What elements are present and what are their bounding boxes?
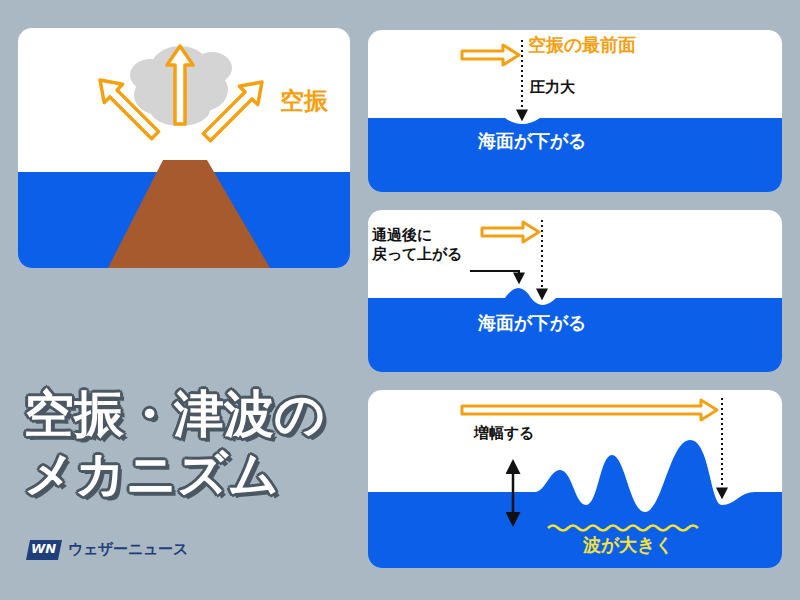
panel-box: 空振 bbox=[18, 28, 350, 268]
amplify-panel bbox=[368, 390, 782, 568]
logo-icon bbox=[26, 540, 62, 560]
brand-name: ウェザーニュース bbox=[68, 540, 188, 559]
panel-box: 通過後に 戻って上がる海面が下がる bbox=[368, 210, 782, 372]
logo-mark: WN bbox=[31, 541, 56, 556]
blast-label: 空振 bbox=[280, 86, 328, 116]
pressure-panel bbox=[368, 30, 782, 192]
rebound-label: 通過後に 戻って上がる bbox=[372, 226, 472, 264]
rebound-panel bbox=[368, 210, 782, 372]
volcano-panel bbox=[18, 28, 350, 268]
wave-label: 波が大きく bbox=[583, 534, 673, 557]
sea-label: 海面が下がる bbox=[478, 312, 586, 335]
panel-box: 空振の最前面圧力大海面が下がる bbox=[368, 30, 782, 192]
amplify-label: 増幅する bbox=[474, 424, 534, 443]
panel-box: 増幅する波が大きく bbox=[368, 390, 782, 568]
title: 空振・津波の メカニズム bbox=[24, 384, 364, 504]
sea-label: 海面が下がる bbox=[478, 130, 586, 153]
pressure-label: 圧力大 bbox=[530, 78, 575, 97]
front-label: 空振の最前面 bbox=[528, 34, 636, 57]
